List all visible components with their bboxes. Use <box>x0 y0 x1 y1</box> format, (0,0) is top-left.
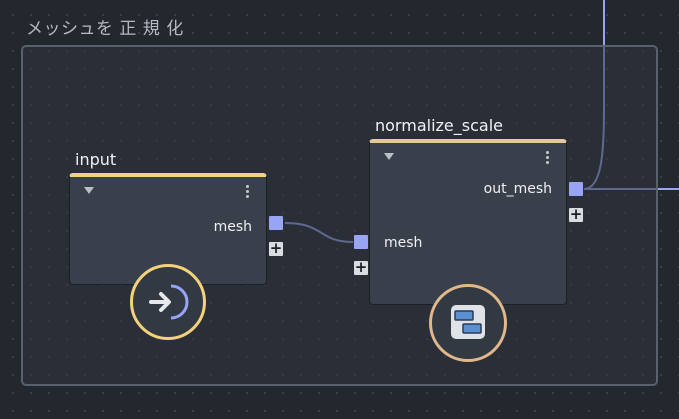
normalize-node-title: normalize_scale <box>375 116 503 135</box>
normalize-node-out-mesh-port[interactable] <box>568 181 584 197</box>
frame-title: メッシュを 正 規 化 <box>26 19 184 39</box>
normalize-node-port-out-mesh-label: out_mesh <box>483 181 552 197</box>
normalize-scale-node[interactable]: out_mesh mesh <box>369 139 567 305</box>
layers-box-icon <box>451 305 485 339</box>
enter-arrow-icon <box>149 284 189 320</box>
node-menu-icon[interactable] <box>246 185 250 200</box>
input-node-port-mesh-label: mesh <box>213 219 252 235</box>
normalize-node-badge <box>429 284 507 362</box>
input-node-add-port-button[interactable]: + <box>268 239 284 257</box>
normalize-node-add-input-button[interactable]: + <box>353 258 369 276</box>
normalize-node-add-output-button[interactable]: + <box>568 205 584 223</box>
input-node-title: input <box>75 150 117 169</box>
collapse-caret-icon[interactable] <box>84 187 94 194</box>
normalize-node-port-mesh-label: mesh <box>384 235 423 251</box>
input-node-mesh-output-port[interactable] <box>268 215 284 231</box>
collapse-caret-icon[interactable] <box>384 153 394 160</box>
normalize-node-mesh-input-port[interactable] <box>353 234 369 250</box>
node-menu-icon[interactable] <box>546 151 550 166</box>
input-node-badge <box>130 264 206 340</box>
